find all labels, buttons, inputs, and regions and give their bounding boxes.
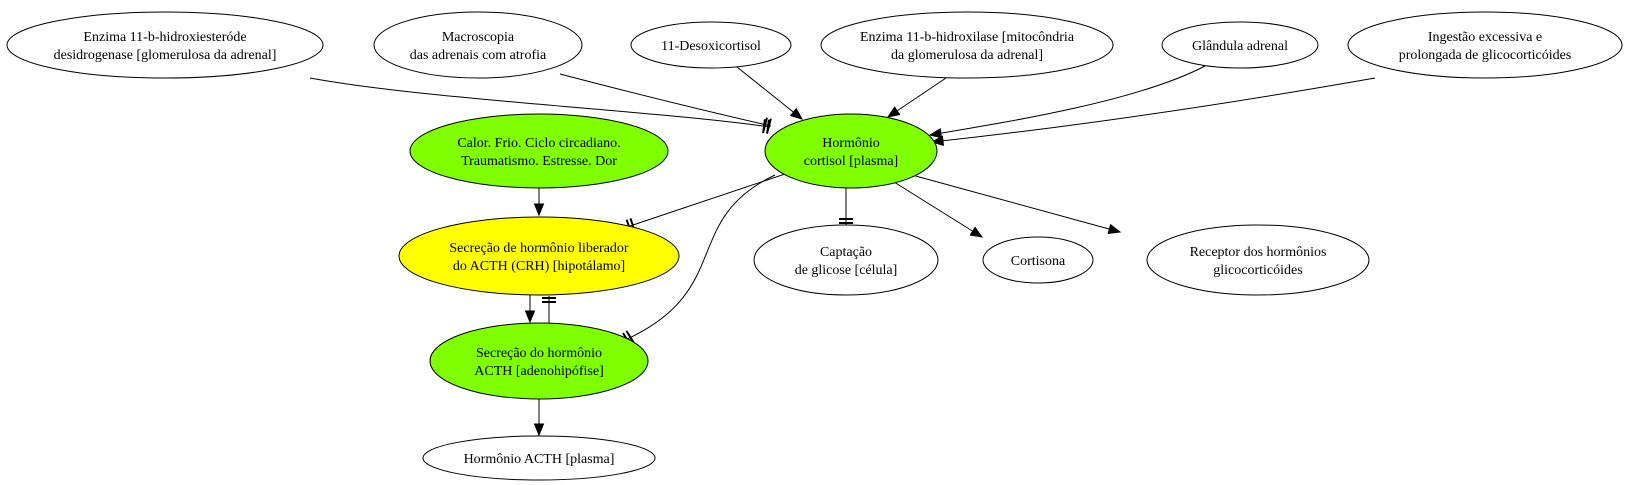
node-ellipse (422, 435, 656, 481)
node-label: Traumatismo. Estresse. Dor (461, 154, 617, 169)
edge-acth_sec-to-acth_plasma (533, 399, 545, 437)
node-label: de glicose [célula] (795, 263, 898, 278)
node-label: ACTH [adenohipófise] (474, 364, 603, 379)
arrow-head (533, 203, 545, 217)
edge-line (559, 73, 772, 127)
edge-cortisol-to-captacao (839, 188, 853, 225)
edge-desoxicortisol-to-cortisol (736, 66, 804, 120)
node-ellipse (373, 11, 583, 79)
edge-ingestao-to-cortisol (930, 77, 1376, 146)
node-label: Hormônio ACTH [plasma] (464, 452, 615, 467)
node-label: glicocorticóides (1213, 263, 1302, 278)
node-label: Enzima 11-b-hidroxilase [mitocôndria (860, 30, 1075, 45)
node-ellipse (1146, 224, 1370, 296)
edge-estimulos-to-crh (533, 188, 545, 217)
edge-line (887, 77, 947, 118)
edge-cortisol-to-receptor (911, 174, 1122, 235)
node-estimulos: Calor. Frio. Ciclo circadiano. Traumatism… (409, 113, 669, 189)
arrow-head (1107, 223, 1122, 235)
node-ellipse (1347, 11, 1623, 79)
edge-line (626, 173, 786, 228)
edge-crh-to-acth_sec (524, 295, 536, 324)
node-label: prolongada de glicocorticóides (1399, 48, 1572, 63)
node-enzima-11b-hidroxilase: Enzima 11-b-hidroxilase [mitocôndria da g… (820, 11, 1114, 79)
inhibit-mark (762, 117, 768, 132)
node-label: Ingestão excessiva e (1428, 30, 1542, 45)
node-label: Cortisona (1011, 254, 1066, 269)
inhibit-mark (766, 118, 772, 133)
node-label: Secreção do hormônio (476, 346, 602, 361)
node-ellipse (6, 11, 324, 79)
node-label: Macroscopia (442, 30, 515, 45)
node-label: cortisol [plasma] (804, 154, 898, 169)
node-label: Enzima 11-b-hidroxiesteróde (83, 30, 246, 45)
node-ellipse (429, 322, 649, 400)
node-label: Receptor dos hormônios (1190, 245, 1327, 260)
node-ellipse (409, 113, 669, 189)
node-captacao: Captação de glicose [célula] (753, 224, 939, 296)
node-label: Glândula adrenal (1192, 39, 1288, 54)
arrow-head (930, 135, 944, 146)
nodes-layer: Enzima 11-b-hidroxiesteróde desidrogenase… (6, 11, 1623, 481)
edge-cortisol-to-cortisona (893, 181, 984, 238)
node-cortisol: Hormônio cortisol [plasma] (764, 113, 938, 189)
edge-line (929, 65, 1206, 136)
edge-line (736, 66, 803, 120)
node-label: 11-Desoxicortisol (661, 39, 761, 54)
edge-acth_sec-to-crh (542, 296, 556, 323)
edge-macroscopia-to-cortisol (559, 73, 772, 133)
arrow-head (928, 128, 943, 139)
edge-line (931, 77, 1376, 143)
node-label: desidrogenase [glomerulosa da adrenal] (54, 48, 277, 63)
node-acth-plasma: Hormônio ACTH [plasma] (422, 435, 656, 481)
arrow-head (533, 423, 545, 437)
node-ellipse (1161, 21, 1319, 69)
node-enzima-11b-hsd: Enzima 11-b-hidroxiesteróde desidrogenase… (6, 11, 324, 79)
node-ellipse (630, 21, 792, 69)
node-desoxicortisol: 11-Desoxicortisol (630, 21, 792, 69)
node-crh: Secreção de hormônio liberador do ACTH (C… (398, 216, 680, 296)
edge-line (893, 181, 983, 238)
arrow-head (969, 226, 984, 238)
node-label: Captação (820, 245, 872, 260)
arrow-head (524, 310, 536, 324)
node-ellipse (398, 216, 680, 296)
node-label: do ACTH (CRH) [hipotálamo] (453, 259, 625, 274)
node-label: Calor. Frio. Ciclo circadiano. (457, 136, 620, 151)
node-cortisona: Cortisona (982, 236, 1094, 284)
node-label: da glomerulosa da adrenal] (891, 48, 1043, 63)
node-ellipse (764, 113, 938, 189)
node-label: das adrenais com atrofia (410, 48, 547, 63)
node-label: Hormônio (822, 136, 880, 151)
node-macroscopia: Macroscopia das adrenais com atrofia (373, 11, 583, 79)
arrow-head (886, 106, 901, 118)
node-receptor: Receptor dos hormônios glicocorticóides (1146, 224, 1370, 296)
node-glandula-adrenal: Glândula adrenal (1161, 21, 1319, 69)
node-ellipse (753, 224, 939, 296)
edge-line (309, 77, 771, 128)
edge-line (624, 174, 776, 341)
node-ellipse (982, 236, 1094, 284)
edge-glandula_adrenal-to-cortisol (928, 65, 1206, 139)
node-ellipse (820, 11, 1114, 79)
edge-line (911, 174, 1121, 233)
edge-enzima_11b_hidroxilase-to-cortisol (886, 77, 947, 118)
arrow-head (789, 107, 804, 120)
node-label: Secreção de hormônio liberador (449, 241, 629, 256)
node-ingestao: Ingestão excessiva e prolongada de glicoc… (1347, 11, 1623, 79)
